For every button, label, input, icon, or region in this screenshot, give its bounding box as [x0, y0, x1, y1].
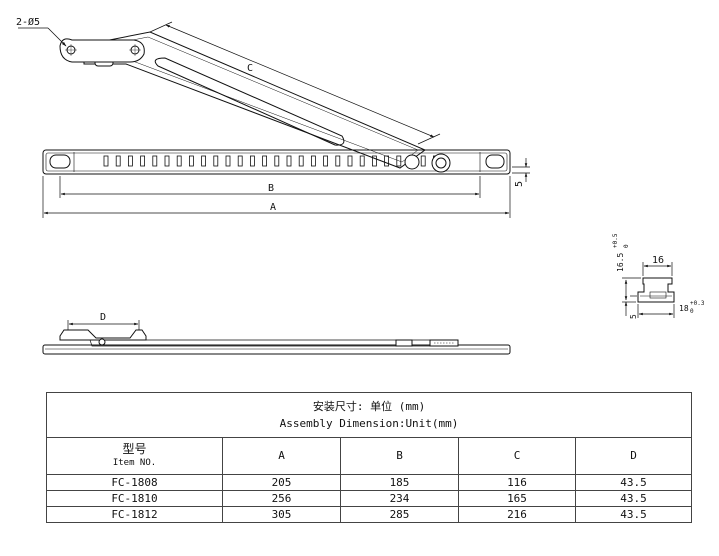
header-d: D [574, 437, 693, 475]
table-row: FC-1808 205 185 116 43.5 [46, 474, 693, 491]
dimension-profile-slot-tol: +0.3 [690, 300, 705, 307]
rail-slot [384, 155, 390, 167]
header-item-cn: 型号 [122, 442, 147, 456]
track-rail [42, 149, 511, 175]
rail-slot [323, 155, 329, 167]
cell-b: 234 [340, 490, 459, 507]
rail-slot [188, 155, 194, 167]
side-view [42, 329, 511, 355]
dimension-a [42, 176, 511, 218]
dimension-profile-height-tol-low: 0 [623, 244, 630, 248]
table-title-en: Assembly Dimension:Unit(mm) [279, 417, 459, 430]
dimension-profile-height-tol: +0.5 [612, 233, 619, 248]
dimension-profile-slot-tol-low: 0 [690, 308, 694, 315]
dimension-5-right [512, 158, 530, 182]
cell-c: 116 [458, 474, 576, 491]
table-row: FC-1812 305 285 216 43.5 [46, 506, 693, 523]
header-a: A [222, 437, 341, 475]
table-header-row: 型号 Item NO. A B C D [46, 437, 693, 475]
cell-a: 305 [222, 506, 341, 523]
rail-slot [201, 155, 207, 167]
cell-a: 256 [222, 490, 341, 507]
technical-drawing: 2-Ø5 C B A 5 [16, 16, 705, 355]
header-item: 型号 Item NO. [46, 437, 223, 475]
dimension-a-label: A [270, 202, 276, 213]
cell-d: 43.5 [574, 490, 693, 507]
cell-d: 43.5 [574, 506, 693, 523]
profile-section [637, 277, 675, 303]
header-item-en: Item NO. [112, 458, 157, 468]
rail-slot [335, 155, 341, 167]
rail-slot [347, 155, 353, 167]
rail-slot [225, 155, 231, 167]
dimension-profile-base-label: 5 [629, 314, 638, 319]
dimension-c [149, 21, 441, 145]
rail-slot [298, 155, 304, 167]
dimension-profile-width [642, 262, 673, 276]
header-c: C [458, 437, 576, 475]
dimension-c-label: C [247, 63, 253, 74]
dimension-profile-width-label: 16 [652, 255, 664, 266]
rail-slot [359, 155, 365, 167]
rail-slot [420, 155, 426, 167]
hole-callout-label: 2-Ø5 [16, 16, 40, 28]
rail-slot [371, 155, 377, 167]
rail-slot [127, 155, 133, 167]
cell-d: 43.5 [574, 474, 693, 491]
table-title: 安装尺寸: 单位 (mm) Assembly Dimension:Unit(mm… [45, 392, 693, 438]
dimension-d-label: D [100, 312, 106, 323]
table-title-cn: 安装尺寸: 单位 (mm) [312, 400, 426, 413]
dimension-d [67, 320, 140, 330]
dimension-profile-base [624, 295, 637, 316]
rail-slot [213, 155, 219, 167]
rail-vent-slots [103, 155, 438, 167]
dimension-b [59, 176, 481, 198]
cell-a: 205 [222, 474, 341, 491]
table-row: FC-1810 256 234 165 43.5 [46, 490, 693, 507]
table-title-row: 安装尺寸: 单位 (mm) Assembly Dimension:Unit(mm… [45, 392, 693, 438]
cell-c: 165 [458, 490, 576, 507]
dimension-profile-slot [637, 304, 675, 318]
dimension-profile-height [622, 277, 641, 303]
cell-c: 216 [458, 506, 576, 523]
cell-item: FC-1808 [46, 474, 223, 491]
cell-b: 285 [340, 506, 459, 523]
cell-b: 185 [340, 474, 459, 491]
hole-callout [18, 27, 67, 47]
rail-slot [262, 155, 268, 167]
rail-slot [176, 155, 182, 167]
header-b: B [340, 437, 459, 475]
dimension-profile-height-label: 16.5 [616, 253, 625, 272]
rail-slot [140, 155, 146, 167]
rail-slot [274, 155, 280, 167]
rail-slot [164, 155, 170, 167]
rail-slot [103, 155, 109, 167]
rail-slot [249, 155, 255, 167]
rail-slot [115, 155, 121, 167]
rail-slot [286, 155, 292, 167]
cell-item: FC-1812 [46, 506, 223, 523]
rail-slot [152, 155, 158, 167]
dimension-b-label: B [268, 183, 274, 194]
rail-slot [310, 155, 316, 167]
dimension-5-right-label: 5 [514, 181, 525, 187]
assembly-dimension-table: 安装尺寸: 单位 (mm) Assembly Dimension:Unit(mm… [45, 392, 693, 523]
mounting-plate [59, 38, 145, 63]
cell-item: FC-1810 [46, 490, 223, 507]
rail-slot [237, 155, 243, 167]
dimension-profile-slot-label: 18 [679, 304, 689, 313]
